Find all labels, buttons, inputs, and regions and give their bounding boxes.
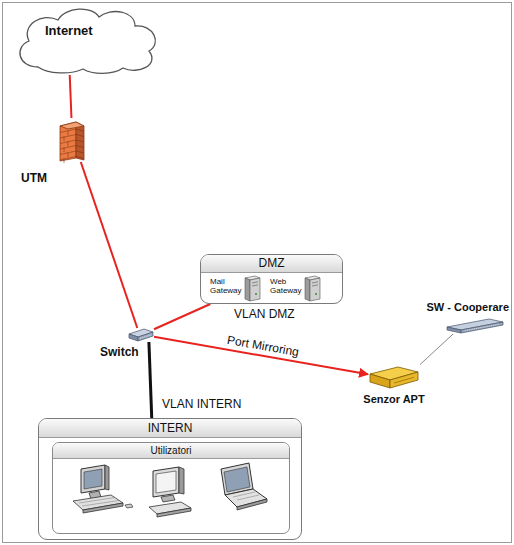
sensor-node: Senzor APT <box>368 364 420 390</box>
group-box: Utilizatori <box>52 442 290 534</box>
connector-line <box>154 304 210 329</box>
node-label: UTM <box>21 171 47 185</box>
cloud-shape <box>12 5 165 75</box>
header-band: Utilizatori <box>53 443 289 459</box>
node-label: Web Gateway <box>270 278 300 296</box>
server-icon <box>242 274 262 302</box>
connector-line <box>149 342 152 418</box>
connector-label: VLAN DMZ <box>232 307 297 321</box>
zone-heading: INTERN <box>39 419 301 437</box>
zone-heading: Utilizatori <box>53 443 289 458</box>
server-node: Mail Gateway <box>210 274 262 302</box>
connector-label: Port Mirroring <box>224 332 302 359</box>
node-label: Internet <box>45 23 93 38</box>
node-label: SW - Cooperare <box>426 301 509 313</box>
switch-node: SW - Cooperare <box>445 318 505 334</box>
zone-heading: DMZ <box>201 255 342 272</box>
computers-illustration <box>53 459 281 537</box>
zone-box: DMZ Mail Gateway Web Gateway <box>200 254 343 304</box>
node-label: Mail Gateway <box>210 278 240 296</box>
sensor-icon <box>368 364 420 390</box>
connector-label: VLAN INTERN <box>160 397 243 411</box>
node-label: Senzor APT <box>363 393 424 405</box>
zone-box: INTERN Utilizatori <box>38 418 302 540</box>
switch-cooperare-icon <box>445 318 505 334</box>
firewall-icon <box>58 118 86 162</box>
switch-icon <box>128 328 154 342</box>
header-band: DMZ <box>201 255 342 273</box>
connector-line <box>81 162 138 328</box>
node-label: Switch <box>100 345 139 359</box>
cloud-node: Internet <box>12 5 165 75</box>
header-band: INTERN <box>39 419 301 438</box>
server-icon <box>302 274 322 302</box>
connector-line <box>420 334 453 365</box>
server-node: Web Gateway <box>270 274 322 302</box>
switch-node: Switch <box>128 328 154 342</box>
firewall-node: UTM <box>58 118 86 162</box>
connector-line <box>70 75 72 118</box>
